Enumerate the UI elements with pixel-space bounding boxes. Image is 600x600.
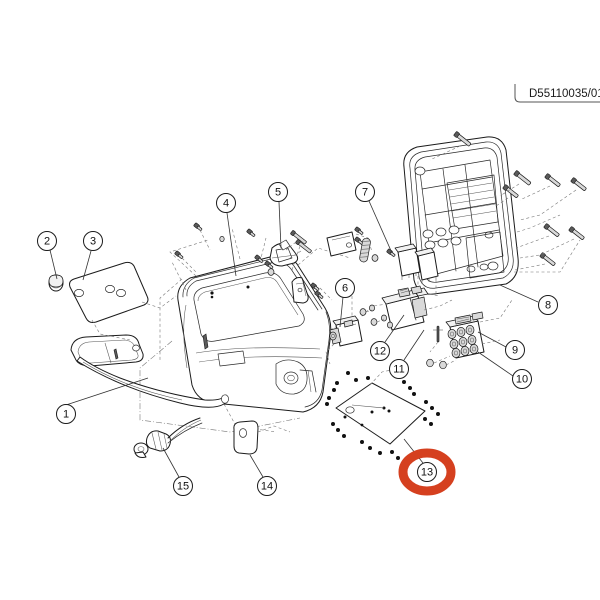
callout-circle-14 (257, 476, 277, 496)
callout-circle-10 (512, 369, 532, 389)
leader-1 (65, 377, 149, 406)
callout-label-11: 11 (393, 364, 404, 376)
callout-circle-5 (268, 182, 288, 202)
callout-bubble-2[interactable]: 2 (37, 231, 57, 251)
callout-circle-6 (335, 278, 355, 298)
leader-13 (403, 438, 424, 464)
grille-fasteners (429, 131, 587, 273)
panel-small-fasteners (174, 222, 275, 276)
callout-circle-13 (417, 462, 437, 482)
callout-label-2: 2 (44, 236, 50, 248)
part-cover-plate (69, 261, 177, 341)
part-pin-terminal (429, 325, 443, 353)
callout-layer: 1 2 3 4 5 6 7 (37, 182, 558, 496)
callout-label-6: 6 (342, 283, 348, 295)
callout-bubble-10[interactable]: 10 (512, 369, 532, 389)
leader-6 (339, 296, 344, 328)
part-hinge-bracket (269, 239, 299, 267)
callout-bubble-6[interactable]: 6 (335, 278, 355, 298)
part-lock-cylinder (133, 417, 203, 458)
part-plug-knob (48, 274, 64, 292)
part-latch-actuator (325, 315, 363, 365)
leader-10 (477, 351, 514, 377)
part-relay-pair (394, 243, 441, 297)
callout-bubble-3[interactable]: 3 (83, 231, 103, 251)
callout-bubble-4[interactable]: 4 (216, 193, 236, 213)
part-relay-box (359, 285, 453, 331)
leader-3 (82, 250, 92, 281)
callout-label-3: 3 (90, 236, 96, 248)
connector-pins (447, 325, 479, 358)
bracket-plates (291, 226, 396, 304)
leader-15 (162, 447, 180, 478)
part-number-bracket (514, 84, 600, 103)
callout-circle-12 (370, 341, 390, 361)
part-connector-blocks (426, 299, 513, 370)
callout-circle-4 (216, 193, 236, 213)
callout-label-4: 4 (223, 198, 229, 210)
callout-bubble-7[interactable]: 7 (355, 182, 375, 202)
leader-7 (368, 200, 393, 254)
part-number-label: D55110035/01 (514, 84, 600, 103)
leader-4 (226, 212, 237, 277)
callout-circle-7 (355, 182, 375, 202)
callout-circle-8 (538, 295, 558, 315)
callout-label-15: 15 (177, 481, 189, 493)
leader-8 (499, 284, 539, 303)
callout-label-9: 9 (512, 345, 518, 357)
callout-circle-2 (37, 231, 57, 251)
leader-2 (49, 249, 58, 280)
leader-5 (278, 201, 282, 249)
callout-label-8: 8 (545, 300, 551, 312)
callout-circle-3 (83, 231, 103, 251)
callout-label-14: 14 (261, 481, 273, 493)
callout-label-7: 7 (362, 187, 368, 199)
callout-bubble-11[interactable]: 11 (389, 359, 409, 379)
callout-label-5: 5 (275, 187, 281, 199)
callout-bubble-5[interactable]: 5 (268, 182, 288, 202)
callout-bubble-12[interactable]: 12 (370, 341, 390, 361)
callout-circle-1 (56, 404, 76, 424)
part-number-text: D55110035/01 (529, 88, 600, 100)
callout-circle-11 (389, 359, 409, 379)
callout-circle-9 (505, 340, 525, 360)
callout-bubble-1[interactable]: 1 (56, 404, 76, 424)
callout-label-13: 13 (421, 467, 433, 479)
leader-9 (477, 331, 507, 348)
part-grab-handle-bar (70, 334, 229, 408)
callout-bubble-9[interactable]: 9 (505, 340, 525, 360)
leader-14 (249, 454, 264, 478)
callout-label-10: 10 (516, 374, 528, 386)
highlight-ring-callout-13 (398, 448, 456, 496)
callout-bubble-15[interactable]: 15 (173, 476, 193, 496)
hinge-bolts (285, 230, 312, 259)
leader-12 (384, 314, 405, 343)
callout-bubble-14[interactable]: 14 (257, 476, 277, 496)
part-door-panel (177, 255, 332, 413)
callout-label-12: 12 (374, 346, 386, 358)
loose-nuts-center (359, 304, 393, 329)
callout-bubble-13[interactable]: 13 (417, 462, 437, 482)
part-mounting-plate (325, 367, 440, 466)
callout-label-1: 1 (63, 409, 69, 421)
part-trim-cap (233, 420, 291, 455)
leader-11 (403, 329, 425, 361)
callout-bubble-8[interactable]: 8 (538, 295, 558, 315)
callout-circle-15 (173, 476, 193, 496)
